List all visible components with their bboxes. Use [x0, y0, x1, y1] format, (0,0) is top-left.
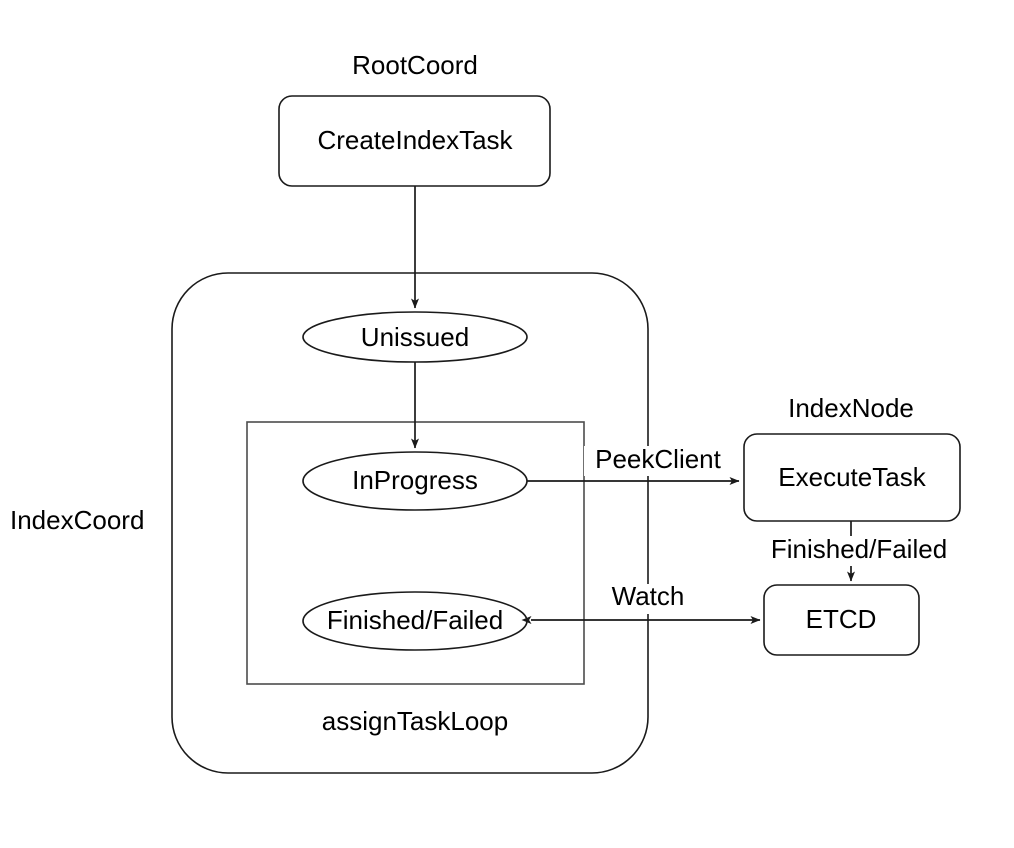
node-label-etcd: ETCD: [806, 604, 877, 634]
node-label-in-progress: InProgress: [352, 465, 478, 495]
node-label-execute-task: ExecuteTask: [778, 462, 926, 492]
edge-label-backdrop-finished-failed: [755, 536, 965, 566]
group-container-indexcoord: [171, 272, 649, 774]
edge-label-backdrop-peekclient: [584, 446, 732, 476]
node-label-unissued: Unissued: [361, 322, 469, 352]
node-label-finished-failed-state: Finished/Failed: [327, 605, 503, 635]
node-etcd[interactable]: [763, 584, 920, 656]
group-label-indexnode: IndexNode: [788, 393, 914, 423]
edge-label-watch: Watch: [612, 581, 685, 611]
node-execute-task[interactable]: [743, 433, 961, 522]
edge-label-backdrop-watch: [603, 584, 695, 614]
edge-label-finished-failed: Finished/Failed: [771, 534, 947, 564]
group-label-indexcoord: IndexCoord: [10, 505, 144, 535]
group-label-rootcoord: RootCoord: [352, 50, 478, 80]
group-label-assigntaskloop: assignTaskLoop: [322, 706, 508, 736]
node-label-create-index-task: CreateIndexTask: [317, 125, 513, 155]
edge-label-peekclient: PeekClient: [595, 444, 722, 474]
